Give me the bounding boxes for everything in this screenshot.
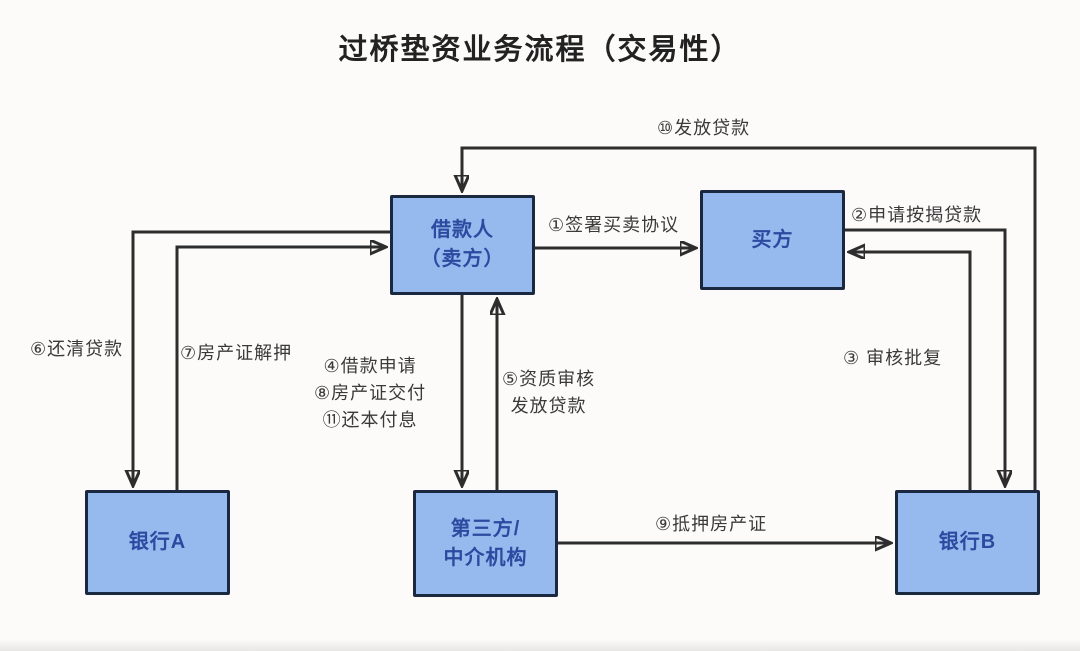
arrow-disbursement-to-borrower (462, 146, 1037, 490)
node-label: 银行B (938, 531, 997, 553)
node-label: 借款人 （卖方） (420, 219, 505, 270)
arrow-approval-reply (850, 252, 972, 490)
edge-label-mortgage-property-cert: ⑨抵押房产证 (655, 514, 768, 534)
edge-label-sign-agreement: ①签署买卖协议 (548, 215, 680, 235)
edge-label-apply-mortgage: ②申请按揭贷款 (851, 205, 983, 225)
node-buyer: 买方 (700, 190, 845, 290)
diagram-title: 过桥垫资业务流程（交易性） (338, 34, 742, 66)
arrow-release-property-cert (175, 247, 385, 490)
arrow-repay-loan (133, 230, 390, 485)
edge-label-review-and-disburse: ⑤资质审核 发放贷款 (502, 369, 596, 416)
node-label: 买方 (751, 228, 794, 251)
node-bank-a: 银行A (85, 490, 230, 595)
node-bank-b: 银行B (895, 490, 1040, 595)
arrow-apply-mortgage (845, 228, 1005, 485)
edge-label-repay-loan: ⑥还清贷款 (30, 339, 124, 359)
node-label: 银行A (128, 531, 187, 553)
edge-label-disbursement: ⑩发放贷款 (657, 118, 751, 138)
node-third-party-intermediary: 第三方/ 中介机构 (413, 490, 558, 597)
edge-label-approval-reply: ③ 审核批复 (843, 348, 943, 368)
edge-label-loan-application-bundle: ④借款申请 ⑧房产证交付 ⑪还本付息 (314, 356, 427, 430)
node-label: 第三方/ 中介机构 (443, 517, 528, 569)
edge-label-release-property-cert: ⑦房产证解押 (180, 343, 293, 363)
node-borrower-seller: 借款人 （卖方） (390, 195, 535, 295)
